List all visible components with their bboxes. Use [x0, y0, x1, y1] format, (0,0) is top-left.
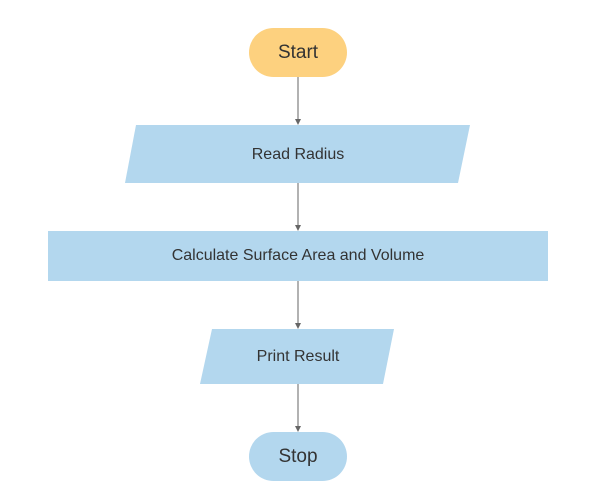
- start-terminal-shape: [249, 28, 347, 77]
- connector-start-to-read-radius: [295, 77, 301, 125]
- connector-print-result-to-stop: [295, 384, 301, 432]
- calculate-node: Calculate Surface Area and Volume: [48, 231, 548, 281]
- print-result-parallelogram: [200, 329, 394, 384]
- print-result-label: Print Result: [257, 348, 340, 365]
- start-label: Start: [278, 42, 319, 63]
- read-radius-label: Read Radius: [252, 146, 345, 163]
- stop-node: Stop: [249, 432, 347, 481]
- read-radius-parallelogram: [125, 125, 470, 183]
- calculate-process-rectangle: [48, 231, 548, 281]
- print-result-node: Print Result: [200, 329, 394, 384]
- stop-label: Stop: [278, 446, 317, 467]
- calculate-label: Calculate Surface Area and Volume: [172, 247, 425, 264]
- stop-terminal-shape: [249, 432, 347, 481]
- connector-calculate-to-print-result: [295, 281, 301, 329]
- connector-read-radius-to-calculate: [295, 183, 301, 231]
- start-node: Start: [249, 28, 347, 77]
- read-radius-node: Read Radius: [125, 125, 470, 183]
